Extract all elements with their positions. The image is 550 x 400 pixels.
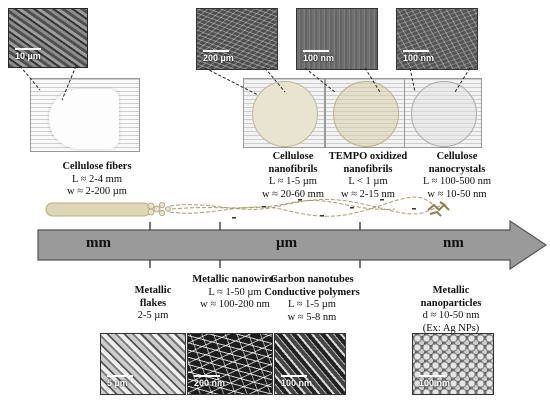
- label-tempo-nanofibrils: TEMPO oxidized nanofibrils L < 1 µm w ≈ …: [328, 151, 408, 200]
- photo-cellulose-fibers: [30, 78, 140, 152]
- label-cellulose-fibers: Cellulose fibers L ≈ 2-4 mm w ≈ 2-200 µm: [62, 161, 132, 197]
- scale-bar-label: 200 nm: [194, 375, 226, 388]
- sem-cellulose-nanofibrils: 200 µm: [196, 8, 278, 70]
- scale-bar-label: 5 µm: [107, 375, 133, 388]
- film-disc: [333, 81, 399, 147]
- axis-label-um: µm: [276, 235, 298, 251]
- sem-metallic-nanowires: 200 nm: [187, 333, 273, 395]
- scale-bar-label: 100 nm: [419, 375, 451, 388]
- photo-tempo-film: [325, 78, 405, 148]
- scale-bar-label: 100 nm: [403, 50, 435, 63]
- label-metallic-flakes: Metallic flakes 2-5 µm: [134, 285, 172, 321]
- scale-bar-label: 200 µm: [203, 50, 234, 63]
- label-cellulose-nanofibrils: Cellulose nanofibrils L ≈ 1-5 µm w ≈ 20-…: [261, 151, 325, 200]
- sem-cellulose-fibers: 10 µm: [8, 8, 88, 68]
- scale-bar-label: 100 nm: [281, 375, 313, 388]
- photo-cnc-film: [404, 78, 482, 148]
- sem-tempo-nanofibrils: 100 nm: [296, 8, 378, 70]
- sem-metallic-flakes: 5 µm: [100, 333, 186, 395]
- scale-bar-label: 10 µm: [15, 48, 41, 61]
- label-cnt-polymers: Carbon nanotubes Conductive polymers L ≈…: [264, 274, 360, 323]
- sem-carbon-nanotubes: 100 nm: [274, 333, 346, 395]
- photo-cnf-film: [243, 78, 325, 148]
- axis-label-nm: nm: [443, 235, 464, 251]
- label-cellulose-nanocrystals: Cellulose nanocrystals L ≈ 100-500 nm w …: [422, 151, 492, 200]
- paper-sheet: [49, 89, 119, 149]
- film-disc: [411, 81, 477, 147]
- label-metallic-nanoparticles: Metallic nanoparticles d ≈ 10-50 nm (Ex:…: [420, 285, 482, 334]
- scale-bar-label: 100 nm: [303, 50, 335, 63]
- sem-cellulose-nanocrystals: 100 nm: [396, 8, 478, 70]
- sem-metallic-nanoparticles: 100 nm: [412, 333, 494, 395]
- axis-label-mm: mm: [86, 235, 111, 251]
- label-metallic-nanowires: Metallic nanowires L ≈ 1-50 µm w ≈ 100-2…: [192, 274, 278, 310]
